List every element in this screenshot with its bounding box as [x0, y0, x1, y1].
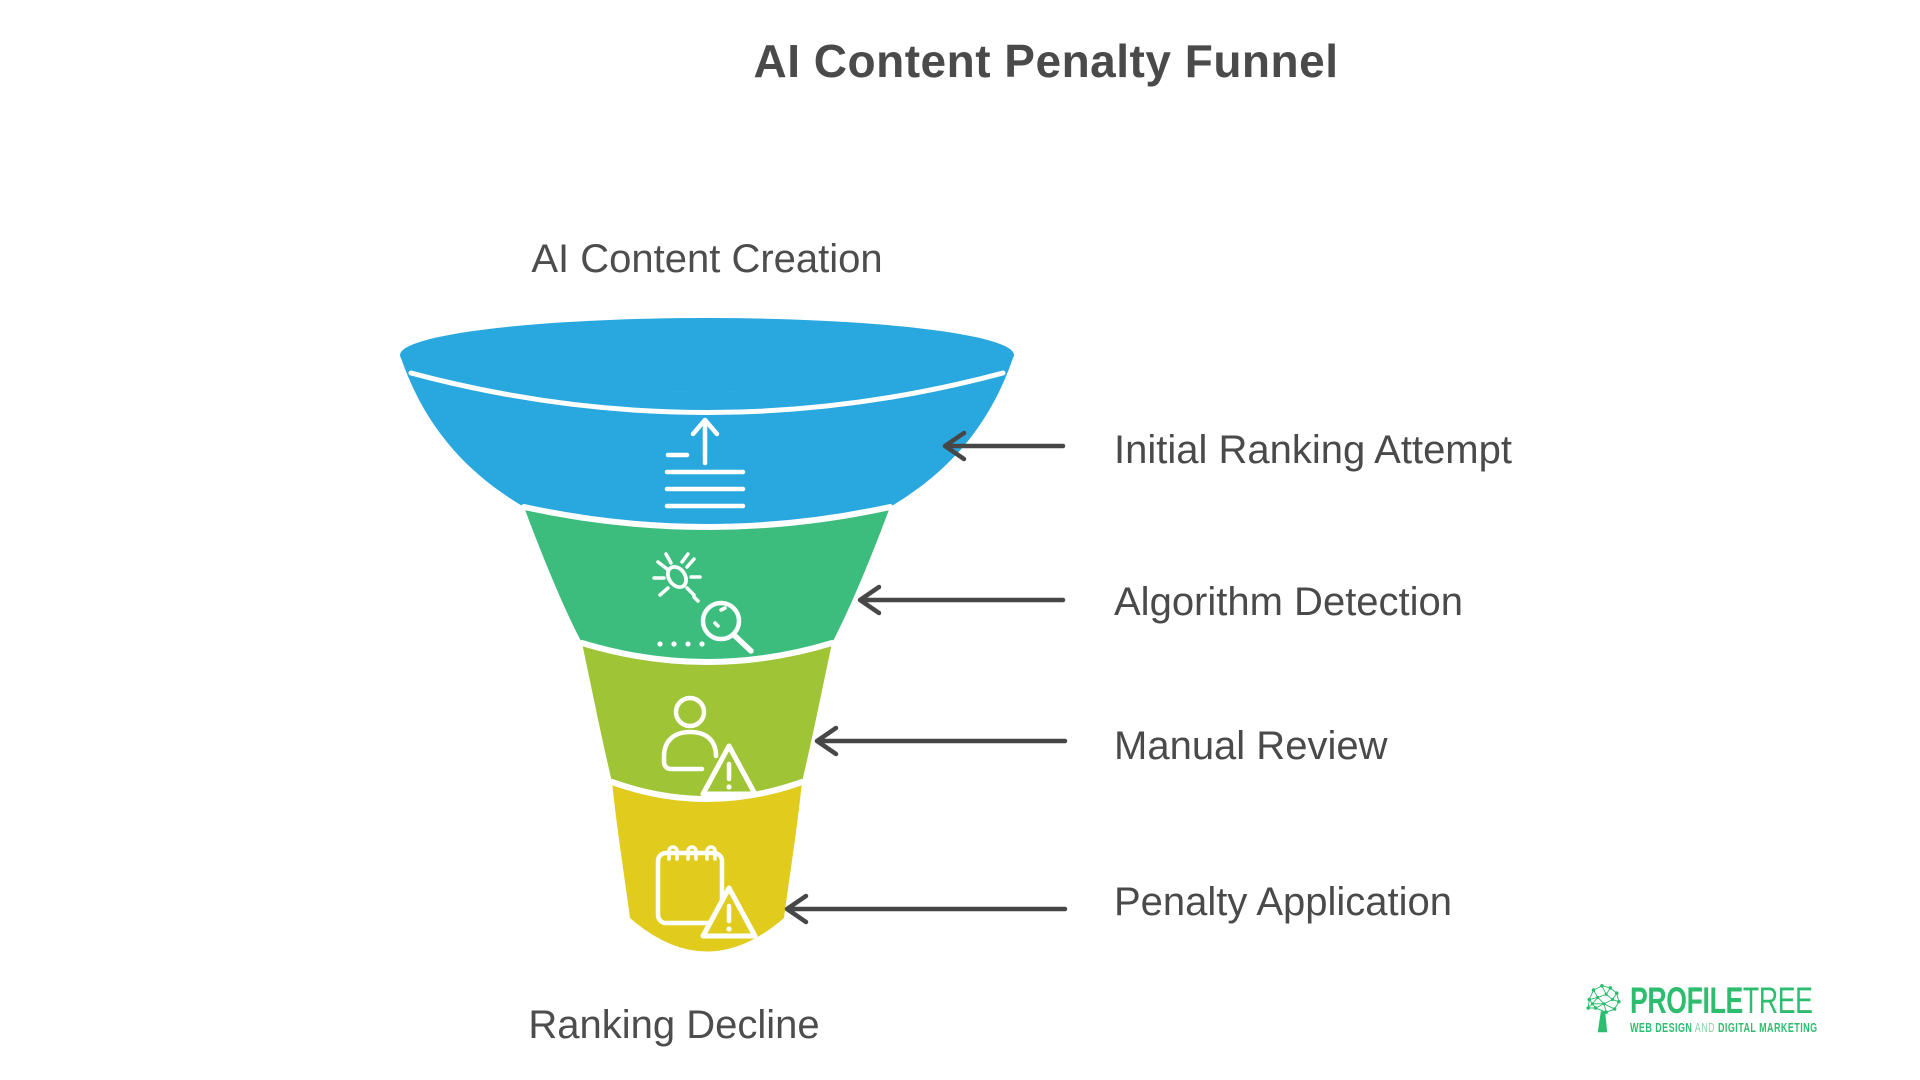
tagline-digital-marketing: DIGITAL MARKETING — [1717, 1021, 1818, 1035]
profiletree-logo-icon — [1586, 984, 1621, 1033]
notepad-warning-icon — [655, 845, 758, 939]
funnel-mouth-inner-lip — [408, 370, 1006, 415]
funnel-top-label: AI Content Creation — [531, 237, 883, 281]
profiletree-wordmark: PROFILETREE — [1630, 982, 1818, 1020]
funnel-stage-algorithm-detection — [524, 507, 890, 662]
stage-label-penalty-application: Penalty Application — [1114, 880, 1453, 924]
person-warning-icon — [661, 695, 758, 797]
tagline-web-design: WEB DESIGN — [1630, 1021, 1693, 1035]
funnel-bottom-label: Ranking Decline — [528, 1003, 820, 1047]
penalty-funnel-graphic — [400, 318, 1014, 952]
dotted-trail — [657, 641, 705, 647]
ranking-up-icon — [664, 417, 746, 509]
separator-1 — [521, 504, 893, 530]
wordmark-tree: TREE — [1742, 980, 1813, 1021]
funnel-mouth-ellipse — [400, 318, 1014, 392]
funnel-stage-manual-review — [582, 643, 832, 799]
bug-search-icon — [652, 552, 754, 654]
stage-label-algorithm-detection: Algorithm Detection — [1114, 580, 1464, 624]
page-title: AI Content Penalty Funnel — [753, 35, 1339, 87]
wordmark-profile: PROFILE — [1630, 980, 1743, 1021]
stage-label-manual-review: Manual Review — [1114, 724, 1388, 768]
profiletree-logo: PROFILETREE WEB DESIGN AND DIGITAL MARKE… — [1584, 982, 1914, 1035]
tagline-and: AND — [1692, 1021, 1718, 1035]
separator-3 — [609, 779, 805, 802]
stage-label-initial-ranking-attempt: Initial Ranking Attempt — [1114, 428, 1512, 472]
profiletree-tagline: WEB DESIGN AND DIGITAL MARKETING — [1630, 1021, 1818, 1035]
profiletree-logo-text: PROFILETREE WEB DESIGN AND DIGITAL MARKE… — [1630, 982, 1818, 1036]
separator-2 — [579, 640, 835, 665]
